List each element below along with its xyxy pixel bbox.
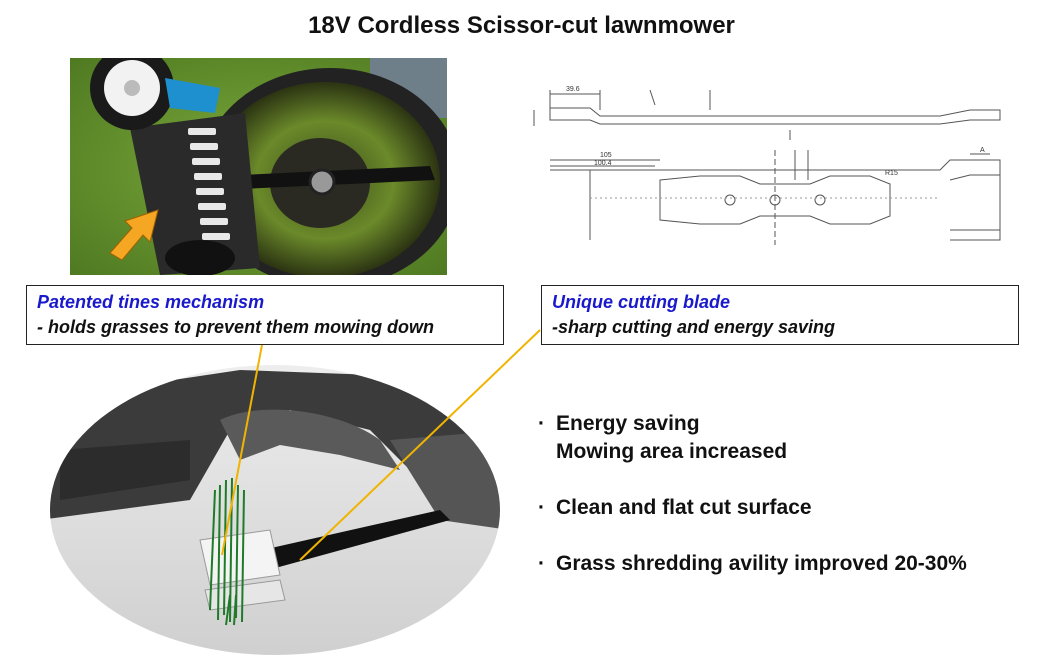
callout-heading: Unique cutting blade: [552, 292, 730, 312]
dim-label: R15: [885, 170, 898, 177]
feature-item: · Grass shredding avility improved 20-30…: [538, 550, 967, 578]
arrow-icon: [109, 209, 159, 261]
mechanism-render: [40, 360, 510, 660]
blade-technical-drawing: 39.6 105 100.4 R15 A: [530, 80, 1010, 245]
callout-text: - holds grasses to prevent them mowing d…: [37, 317, 435, 337]
callout-tines: Patented tines mechanism - holds grasses…: [26, 285, 504, 345]
feature-text: Clean and flat cut surface: [556, 496, 812, 519]
feature-text: Grass shredding avility improved 20-30%: [556, 552, 967, 575]
dim-label: 105: [600, 152, 612, 159]
callout-heading: Patented tines mechanism: [37, 292, 265, 312]
mower-photo: [70, 58, 447, 275]
callout-blade: Unique cutting blade -sharp cutting and …: [541, 285, 1019, 345]
feature-list: · Energy saving Mowing area increased · …: [538, 410, 967, 606]
dim-label: A: [980, 147, 985, 154]
feature-item: · Energy saving Mowing area increased: [538, 410, 967, 466]
feature-text: Mowing area increased: [556, 440, 788, 463]
callout-text: -sharp cutting and energy saving: [552, 317, 836, 337]
feature-text: Energy saving: [556, 412, 700, 435]
dim-label: 39.6: [566, 86, 580, 93]
dim-label: 100.4: [594, 160, 612, 167]
page-title: 18V Cordless Scissor-cut lawnmower: [308, 12, 735, 39]
feature-item: · Clean and flat cut surface: [538, 494, 967, 522]
